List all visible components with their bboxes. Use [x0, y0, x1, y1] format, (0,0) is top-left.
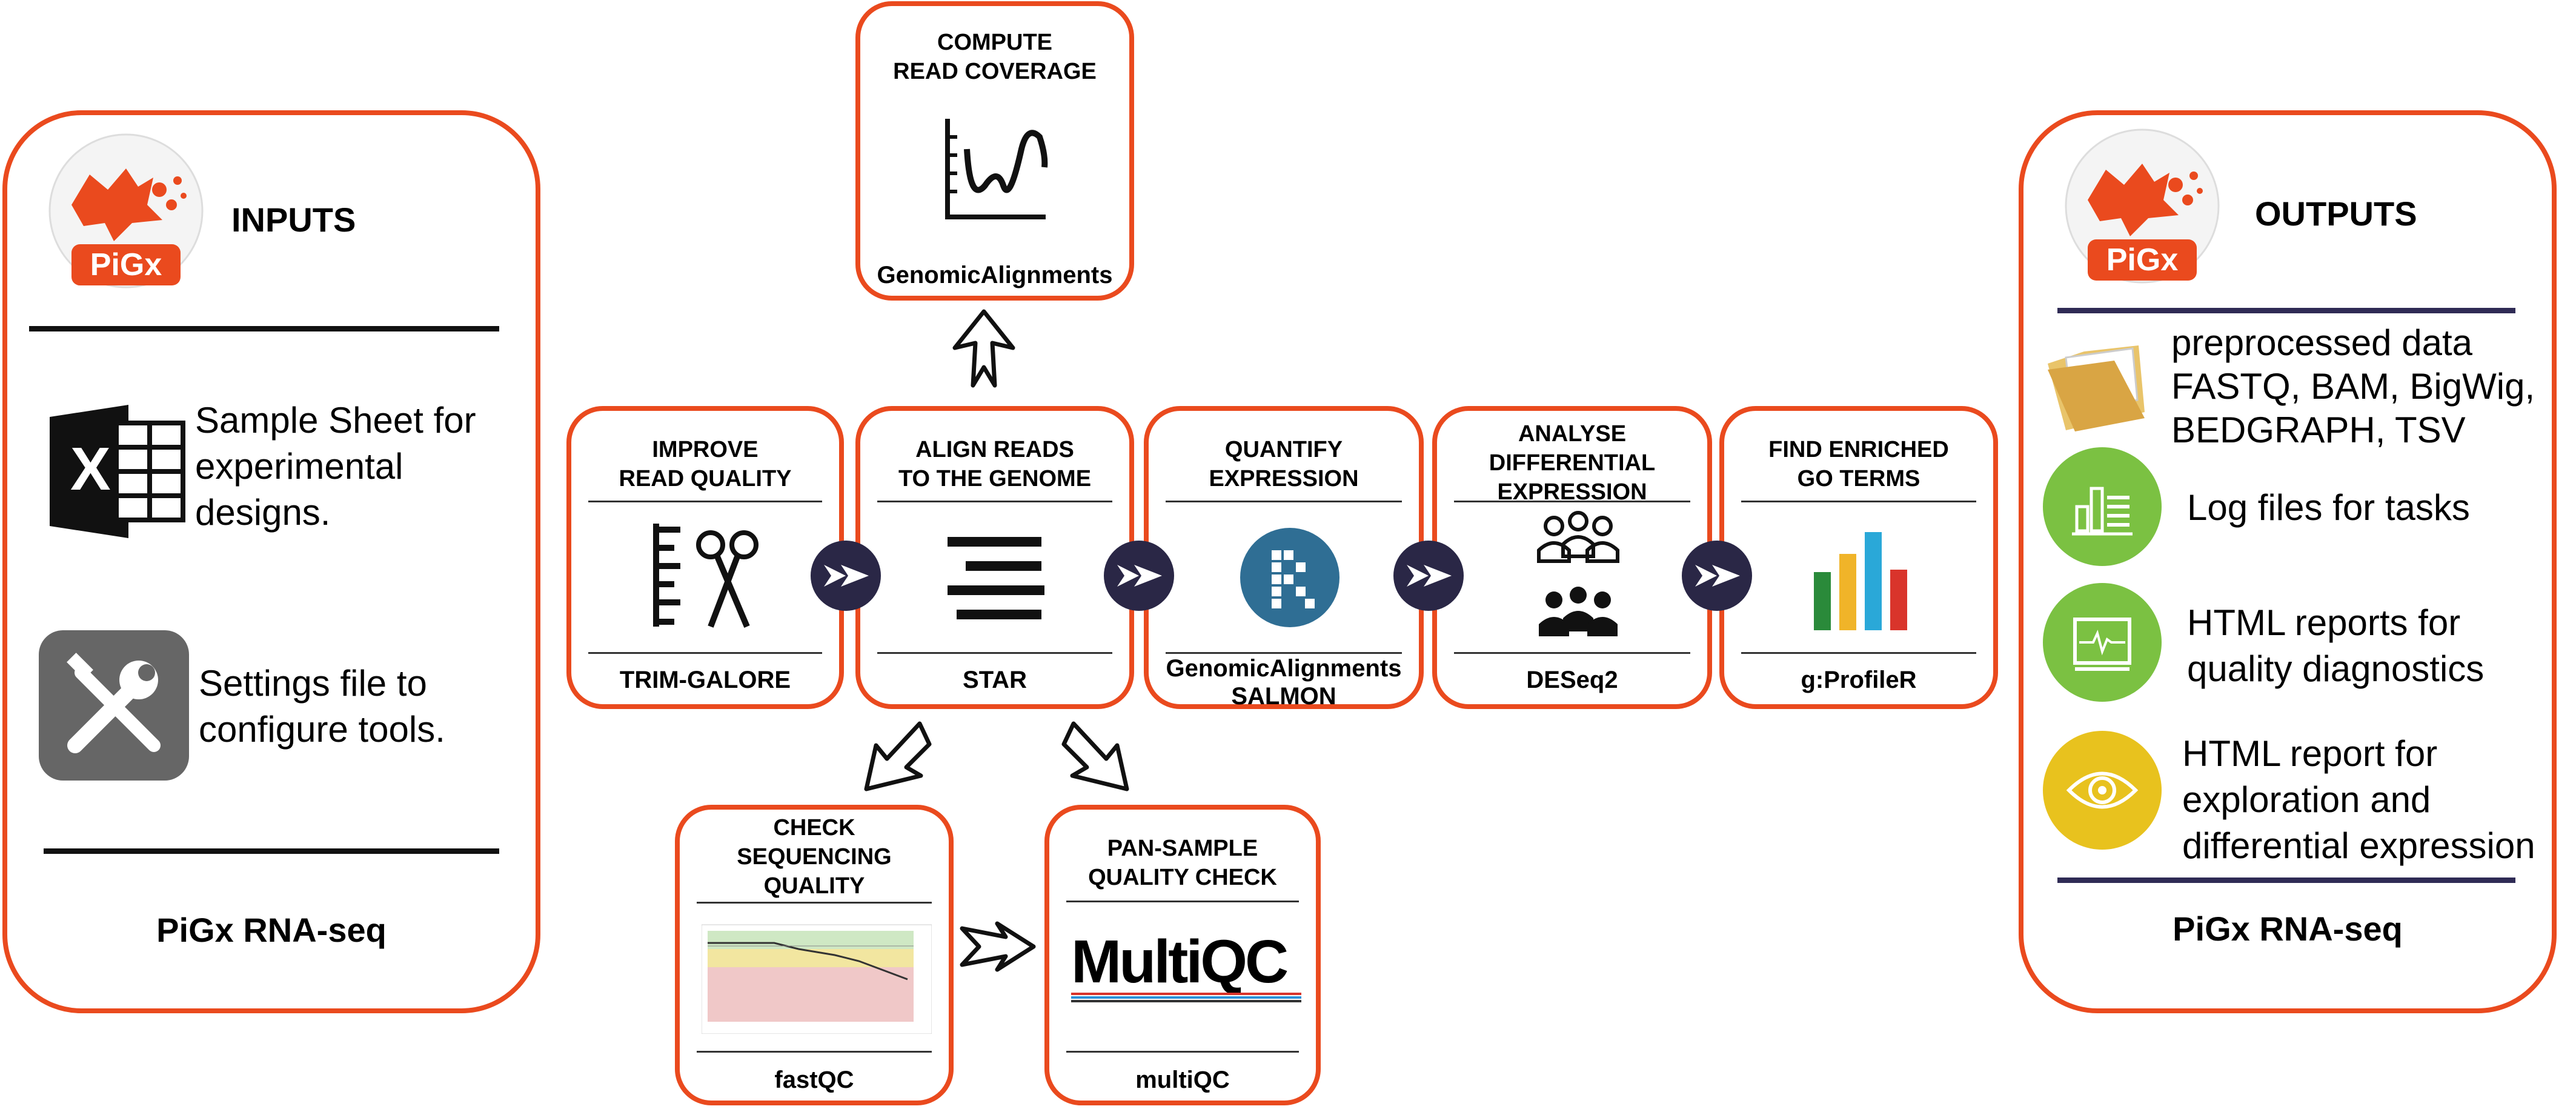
- inputs-header: INPUTS: [231, 201, 356, 239]
- divider: [588, 501, 822, 502]
- divider: [588, 652, 822, 654]
- bar-chart-icon: [1809, 530, 1918, 633]
- step-tool: TRIM-GALORE: [619, 667, 791, 693]
- multiqc-logo: MultiQC: [1071, 928, 1289, 996]
- step-tool: fastQC: [774, 1067, 854, 1093]
- folder-icon: [2042, 327, 2151, 436]
- divider: [1454, 501, 1690, 502]
- step-tool: GenomicAlignments SALMON: [1166, 655, 1402, 710]
- connector-arrow-icon: [811, 541, 881, 611]
- divider: [1741, 652, 1976, 654]
- outputs-footer: PiGx RNA-seq: [2173, 910, 2403, 948]
- pigx-logo-text: PiGx: [90, 247, 162, 282]
- divider: [697, 902, 932, 904]
- divider: [1454, 652, 1690, 654]
- step-differential-expression: ANALYSE DIFFERENTIAL EXPRESSION DESeq2: [1432, 406, 1712, 709]
- people-groups-icon: [1527, 508, 1630, 647]
- step-tool: STAR: [963, 667, 1027, 693]
- output-item-text: preprocessed data FASTQ, BAM, BigWig, BE…: [2171, 322, 2535, 450]
- step-tool: DESeq2: [1526, 667, 1618, 693]
- connector-arrow-icon: [1393, 541, 1464, 611]
- step-compute-coverage: COMPUTE READ COVERAGE GenomicAlignments: [855, 1, 1134, 301]
- pigx-logo: PiGx: [2063, 127, 2221, 285]
- step-quantify-expression: QUANTIFY EXPRESSION GenomicAlignments SA…: [1144, 406, 1424, 710]
- pigx-logo-text: PiGx: [2106, 242, 2179, 278]
- divider: [1066, 1051, 1299, 1053]
- divider: [877, 652, 1112, 654]
- divider: [877, 501, 1112, 502]
- arrow-down-left-icon: [859, 715, 938, 794]
- divider: [29, 326, 499, 331]
- step-title: COMPUTE READ COVERAGE: [893, 30, 1097, 84]
- eye-icon: [2042, 730, 2163, 851]
- settings-icon: [39, 630, 189, 781]
- log-chart-icon: [2042, 446, 2163, 567]
- step-tool: GenomicAlignments: [877, 262, 1113, 288]
- divider: [1166, 652, 1402, 654]
- outputs-header: OUTPUTS: [2255, 195, 2417, 233]
- arrow-down-right-icon: [1055, 715, 1134, 794]
- outputs-panel: PiGx OUTPUTS preprocessed data FASTQ, BA…: [2019, 110, 2557, 1013]
- step-title: PAN-SAMPLE QUALITY CHECK: [1088, 836, 1277, 890]
- step-title: FIND ENRICHED GO TERMS: [1768, 437, 1949, 491]
- step-improve-read-quality: IMPROVE READ QUALITY TRIM-GALORE: [566, 406, 844, 709]
- divider: [1166, 501, 1402, 502]
- step-title: CHECK SEQUENCING QUALITY: [737, 815, 892, 899]
- step-title: ALIGN READS TO THE GENOME: [898, 437, 1092, 491]
- step-title: ANALYSE DIFFERENTIAL EXPRESSION: [1489, 421, 1656, 505]
- divider: [2057, 308, 2515, 313]
- step-tool: g:ProfileR: [1801, 667, 1917, 693]
- output-item-text: HTML reports for quality diagnostics: [2187, 602, 2485, 689]
- svg-text:X: X: [70, 435, 111, 503]
- settings-text: Settings file to configure tools.: [199, 663, 445, 750]
- output-item-text: HTML report for exploration and differen…: [2182, 733, 2535, 866]
- pigx-logo: PiGx: [47, 132, 205, 290]
- divider: [1066, 901, 1299, 902]
- aligned-reads-icon: [941, 532, 1051, 623]
- connector-arrow-icon: [1104, 541, 1174, 611]
- step-check-sequencing-quality: CHECK SEQUENCING QUALITY fastQC: [675, 805, 954, 1105]
- inputs-footer: PiGx RNA-seq: [156, 911, 387, 949]
- connector-arrow-icon: [1682, 541, 1752, 611]
- divider: [44, 848, 499, 854]
- step-tool: multiQC: [1135, 1067, 1230, 1093]
- sample-sheet-text: Sample Sheet for experimental designs.: [195, 400, 476, 533]
- coverage-plot-icon: [937, 113, 1058, 228]
- step-align-reads: ALIGN READS TO THE GENOME STAR: [855, 406, 1134, 709]
- arrow-up-icon: [948, 309, 1020, 388]
- inputs-panel: PiGx INPUTS X Sample Sheet for experimen…: [2, 110, 540, 1013]
- excel-icon: X: [44, 399, 189, 544]
- trim-scissors-icon: [644, 518, 771, 633]
- output-item-text: Log files for tasks: [2187, 487, 2470, 528]
- divider: [2057, 878, 2515, 883]
- step-go-terms: FIND ENRICHED GO TERMS g:ProfileR: [1719, 406, 1998, 709]
- divider: [697, 1051, 932, 1053]
- step-title: QUANTIFY EXPRESSION: [1209, 437, 1359, 491]
- step-title: IMPROVE READ QUALITY: [619, 437, 792, 491]
- step-pan-sample-quality: PAN-SAMPLE QUALITY CHECK MultiQC multiQC: [1044, 805, 1321, 1105]
- multiqc-underline: [1071, 991, 1301, 1004]
- salmon-logo-icon: [1238, 526, 1341, 629]
- arrow-right-icon: [958, 919, 1037, 973]
- divider: [1741, 501, 1976, 502]
- monitor-icon: [2042, 582, 2163, 703]
- fastqc-plot-thumbnail: [701, 913, 932, 1034]
